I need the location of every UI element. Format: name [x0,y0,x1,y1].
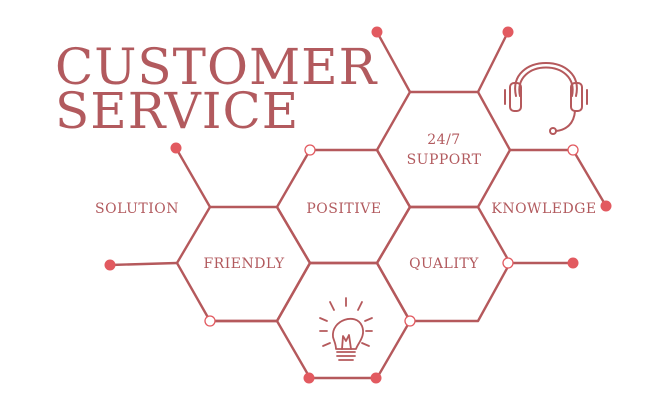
label-friendly: FRIENDLY [203,256,285,272]
node-ring [404,315,416,327]
node-ring [502,257,514,269]
node-dot [370,372,382,384]
label-support: SUPPORT [406,152,482,168]
node-ring [204,315,216,327]
light-bulb-icon [319,297,373,361]
node-dot [170,142,182,154]
node-dot [567,257,579,269]
label-knowledge: KNOWLEDGE [491,201,597,217]
label-solution: SOLUTION [95,201,179,217]
label-24-7: 24/7 [427,132,461,148]
headset-icon [504,62,588,135]
node-dot [371,26,383,38]
label-positive: POSITIVE [306,201,382,217]
node-ring [304,144,316,156]
label-quality: QUALITY [409,256,479,272]
title-line-2: SERVICE [55,82,300,140]
node-ring [567,144,579,156]
hex-support [375,90,512,209]
node-dot [502,26,514,38]
title-line-1: CUSTOMER [55,38,378,96]
node-dot [600,200,612,212]
node-dot [104,259,116,271]
node-dot [303,372,315,384]
